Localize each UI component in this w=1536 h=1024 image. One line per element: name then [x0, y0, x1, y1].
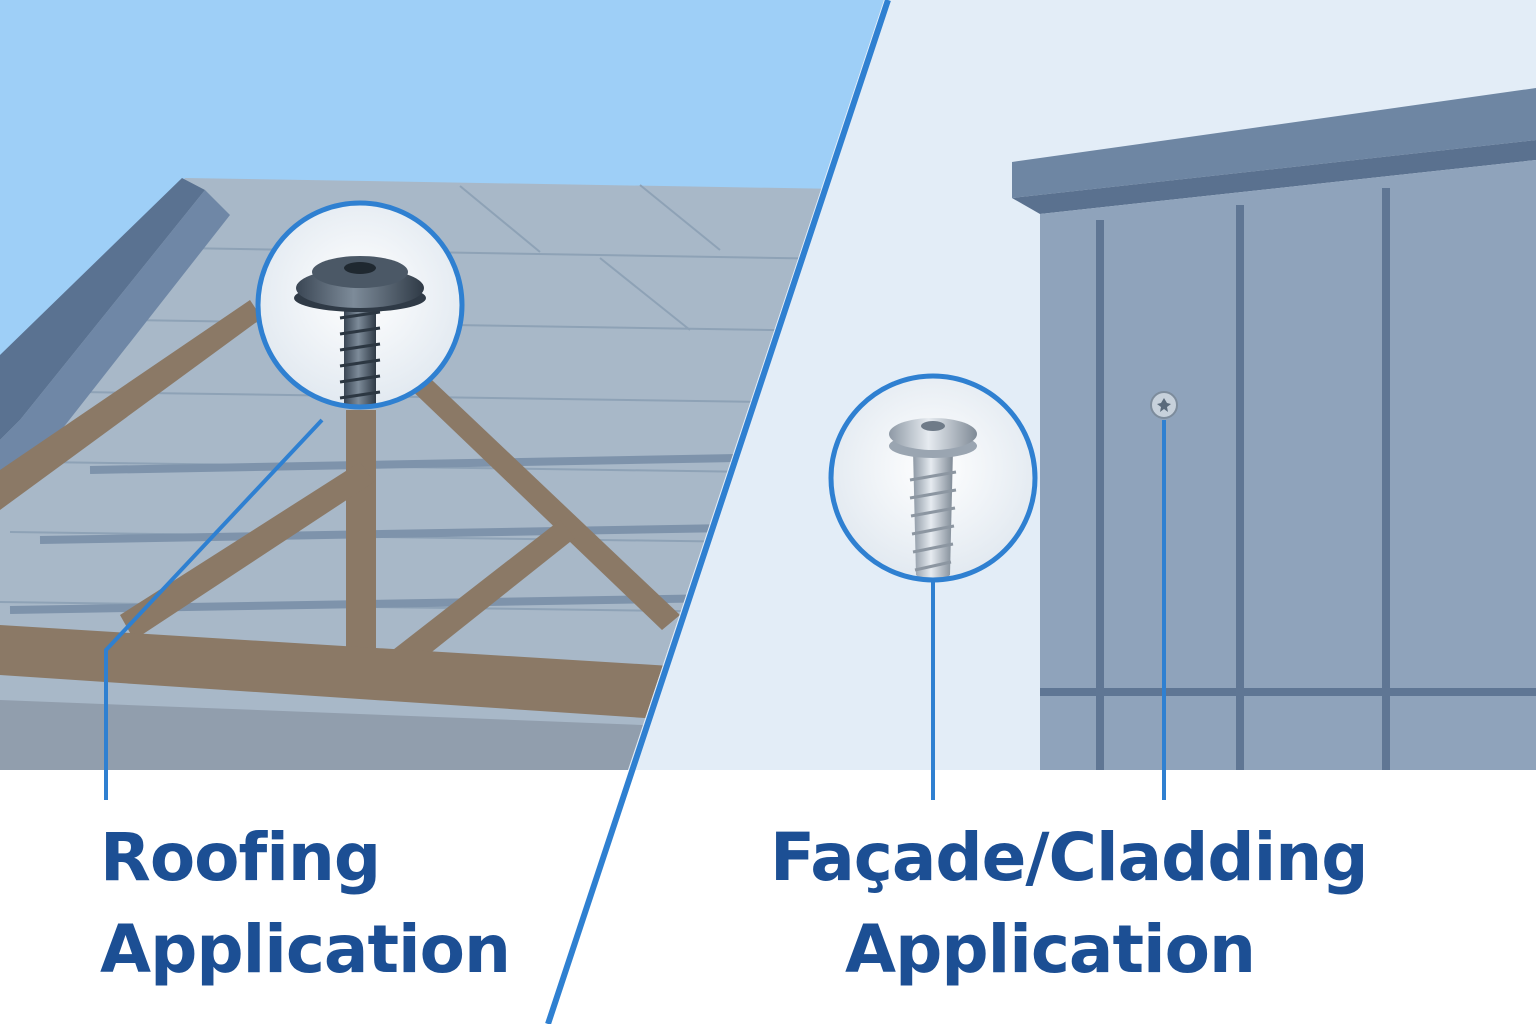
facade-screw-icon	[889, 418, 977, 580]
roofing-leader-line	[104, 418, 324, 800]
roofing-screw-icon	[294, 256, 426, 407]
roofing-application-label: Roofing Application	[100, 812, 511, 996]
facade-frame	[1040, 188, 1536, 770]
roof-gable-edge	[0, 178, 205, 440]
building-roof-edge	[1012, 88, 1536, 198]
building-roof-soffit	[1012, 140, 1536, 214]
facade-label-line1: Façade/Cladding	[770, 819, 1368, 896]
roofing-label-line2: Application	[100, 911, 511, 988]
panel-divider	[545, 0, 891, 1024]
roof-gable-edge-shade	[0, 190, 230, 500]
facade-wall	[1040, 160, 1536, 770]
facade-screw-callout	[828, 373, 1038, 583]
roofing-screw-callout	[255, 200, 465, 410]
roofing-label-line1: Roofing	[100, 819, 381, 896]
wall-fastener-icon	[1150, 391, 1178, 419]
facade-label-line2: Application	[845, 911, 1256, 988]
facade-application-label: Façade/Cladding Application	[770, 812, 1368, 996]
